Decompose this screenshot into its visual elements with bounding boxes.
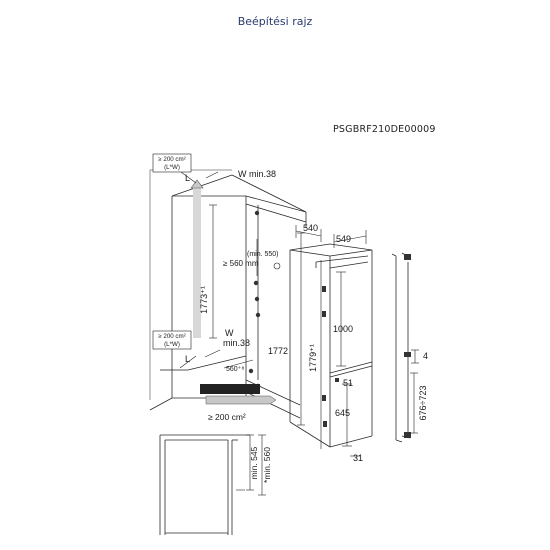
label-d1779: 1779⁺¹ bbox=[308, 344, 318, 372]
vent-mid-box bbox=[152, 330, 192, 350]
vent-top-box bbox=[152, 153, 192, 173]
label-L-mid: L bbox=[185, 354, 190, 364]
label-d540: 540 bbox=[303, 223, 318, 233]
label-d645: 645 bbox=[335, 408, 350, 418]
model-code: PSGBRF210DE00009 bbox=[333, 124, 436, 135]
label-min560-detail: *min. 560 bbox=[262, 447, 272, 483]
cabinet-hinges bbox=[248, 210, 261, 389]
label-d4: 4 bbox=[423, 351, 428, 361]
label-vent-top-2: (L*W) bbox=[164, 164, 180, 171]
fridge-body bbox=[289, 243, 373, 448]
cabinet-dimensions bbox=[179, 171, 305, 426]
label-d1000: 1000 bbox=[333, 324, 353, 334]
label-min560: ≥ 560 mm bbox=[223, 259, 259, 268]
page-title: Beépítési rajz bbox=[237, 15, 313, 28]
fridge-dimensions bbox=[295, 225, 367, 457]
label-vent-mid-1: ≥ 200 cm² bbox=[158, 333, 185, 340]
niche-cabinet bbox=[149, 169, 307, 419]
door-hinges bbox=[404, 254, 411, 438]
door-dimensions bbox=[410, 349, 419, 434]
label-min550: (min. 550) bbox=[247, 251, 279, 258]
label-d1773: 1773⁺¹ bbox=[199, 286, 209, 314]
label-vent-top-1: ≥ 200 cm² bbox=[158, 156, 185, 163]
airflow-arrows bbox=[190, 179, 277, 405]
smiley-icon bbox=[273, 262, 281, 270]
label-W-mid-1: W bbox=[225, 328, 234, 338]
label-d676: 676÷723 bbox=[418, 386, 428, 421]
label-d549: 549 bbox=[336, 234, 351, 244]
detail-section bbox=[159, 434, 250, 535]
label-min545: min. 545 bbox=[249, 446, 259, 479]
label-W-mid-2: min.38 bbox=[223, 338, 250, 348]
label-vent-mid-2: (L*W) bbox=[164, 341, 180, 348]
label-d1772: 1772 bbox=[268, 346, 288, 356]
label-W-top: W min.38 bbox=[238, 169, 276, 179]
label-vent-bottom: ≥ 200 cm² bbox=[208, 412, 246, 422]
detail-dimensions bbox=[236, 434, 266, 496]
label-d31: 31 bbox=[353, 453, 363, 463]
fridge-hinges bbox=[322, 286, 339, 427]
label-L-top: L bbox=[185, 173, 190, 183]
label-d560: 560⁺⁸ bbox=[226, 366, 244, 373]
label-d51: 51 bbox=[343, 378, 353, 388]
door-panel bbox=[391, 252, 411, 443]
